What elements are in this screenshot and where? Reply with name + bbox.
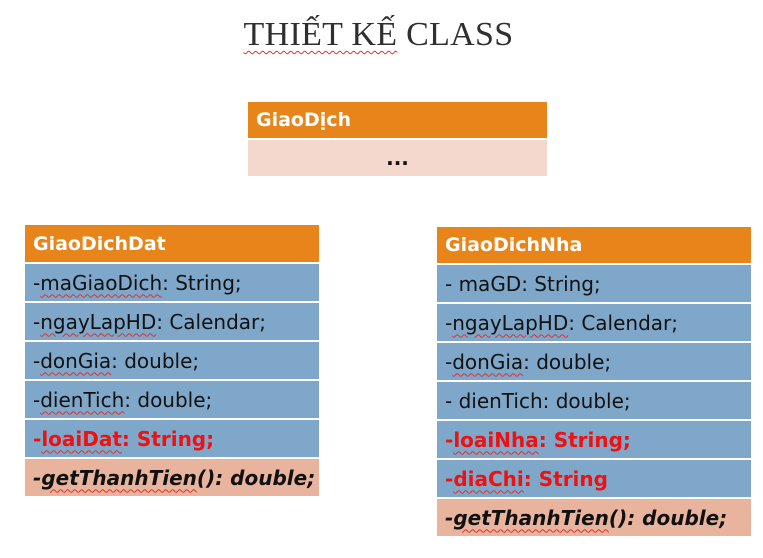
class-body: ... xyxy=(248,140,547,178)
spellcheck-word: ngayLapHD xyxy=(40,309,157,334)
class-box-giaodichdat: GiaoDichDat - maGiaoDich: String;- ngayL… xyxy=(25,225,319,498)
spellcheck-word: ngayLapHD xyxy=(452,310,569,335)
row-text: - xyxy=(445,310,453,335)
row-text: : String xyxy=(523,466,608,491)
spellcheck-word: donGia xyxy=(40,348,112,373)
spellcheck-word: getThanhTien xyxy=(453,505,609,530)
spellcheck-word: getThanhTien xyxy=(41,465,197,490)
row-text: (): double; xyxy=(196,465,316,490)
row-text: - xyxy=(33,309,41,334)
row-text: : String; xyxy=(538,427,631,452)
row-text: : double; xyxy=(523,349,612,374)
row-text: : String; xyxy=(162,270,242,295)
row-text: - xyxy=(33,348,41,373)
diagram-title: THIẾT KẾ CLASS xyxy=(243,16,514,53)
row-text: - xyxy=(445,505,454,530)
row-text: : Calendar; xyxy=(568,310,678,335)
spellcheck-word: loaiNha xyxy=(453,427,539,452)
row-text: : String; xyxy=(121,426,215,451)
highlighted-attribute-row: - loaiNha: String; xyxy=(437,421,751,460)
attribute-row: - maGD: String; xyxy=(437,265,751,304)
row-text: ... xyxy=(386,146,409,170)
row-text: - xyxy=(33,387,41,412)
attribute-row: - ngayLapHD: Calendar; xyxy=(25,303,319,342)
row-text: - xyxy=(445,349,453,374)
row-text: (): double; xyxy=(608,505,728,530)
attribute-row: - maGiaoDich: String; xyxy=(25,264,319,303)
spellcheck-word: maGiaoDich xyxy=(40,270,163,295)
row-text: - xyxy=(33,465,42,490)
row-text: - xyxy=(33,270,41,295)
class-header: GiaoDichNha xyxy=(437,227,751,265)
attribute-row: - dienTich: double; xyxy=(25,381,319,420)
row-text: - xyxy=(445,466,454,491)
class-attributes: - maGiaoDich: String;- ngayLapHD: Calend… xyxy=(25,264,319,498)
method-row: - getThanhTien(): double; xyxy=(437,499,751,538)
class-attributes: - maGD: String;- ngayLapHD: Calendar;- d… xyxy=(437,265,751,538)
class-header: GiaoDịch xyxy=(248,102,547,140)
attribute-row: - donGia: double; xyxy=(25,342,319,381)
spellcheck-word: diaChi xyxy=(453,466,524,491)
title-spellcheck-span: THIẾT KẾ xyxy=(243,16,398,53)
attribute-row: - dienTich: double; xyxy=(437,382,751,421)
spellcheck-word: loaiDat xyxy=(41,426,122,451)
row-text: - dienTich: double; xyxy=(445,388,631,413)
attribute-row: - ngayLapHD: Calendar; xyxy=(437,304,751,343)
spellcheck-word: donGia xyxy=(452,349,524,374)
method-row: - getThanhTien(): double; xyxy=(25,459,319,498)
class-box-giaodich: GiaoDịch ... xyxy=(248,102,547,178)
class-box-giaodichnha: GiaoDichNha - maGD: String;- ngayLapHD: … xyxy=(437,227,751,538)
highlighted-attribute-row: - diaChi: String xyxy=(437,460,751,499)
class-header: GiaoDichDat xyxy=(25,225,319,264)
attribute-row: - donGia: double; xyxy=(437,343,751,382)
class-body-row: ... xyxy=(248,140,547,178)
row-text: - xyxy=(445,427,454,452)
row-text: - maGD: String; xyxy=(445,271,601,296)
spellcheck-word: dienTich xyxy=(40,387,125,412)
row-text: : double; xyxy=(111,348,200,373)
row-text: : double; xyxy=(124,387,213,412)
row-text: : Calendar; xyxy=(156,309,266,334)
row-text: - xyxy=(33,426,42,451)
highlighted-attribute-row: - loaiDat: String; xyxy=(25,420,319,459)
